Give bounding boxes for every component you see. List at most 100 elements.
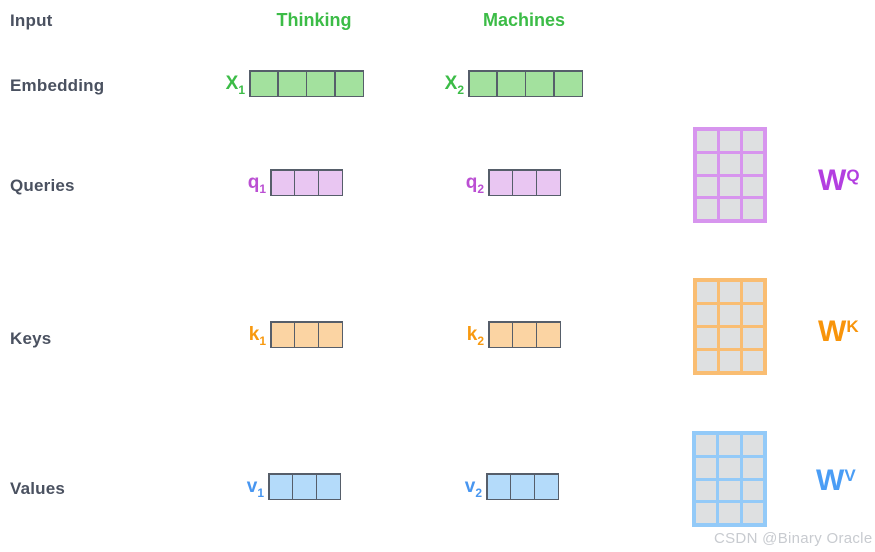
matrix-cell: [696, 480, 717, 501]
vector-cell: [537, 322, 560, 347]
vector-cell: [537, 170, 560, 195]
vector-cell: [554, 71, 582, 96]
vector-cell: [335, 71, 363, 96]
vector-cell: [278, 71, 306, 96]
matrix-cell: [720, 282, 740, 302]
matrix-cell: [742, 480, 763, 501]
vector-box-x2: [468, 70, 583, 97]
vector-label-v2: v2: [464, 476, 482, 500]
matrix-cell: [743, 282, 763, 302]
row-label-embedding: Embedding: [10, 76, 105, 95]
vector-box-v2: [486, 473, 559, 500]
key-vector-k1: k1: [239, 321, 343, 348]
value-vector-v2: v2: [455, 473, 559, 500]
wv-label: WV: [816, 464, 856, 497]
query-vector-q1: q1: [239, 169, 343, 196]
matrix-cell: [697, 199, 717, 219]
vector-cell: [535, 474, 558, 499]
matrix-cell: [742, 435, 763, 455]
vector-cell: [295, 170, 318, 195]
watermark: CSDN @Binary Oracle: [714, 530, 873, 547]
matrix-cell: [720, 131, 740, 151]
row-label-keys: Keys: [10, 329, 52, 348]
wv-matrix: [692, 431, 767, 527]
vector-cell: [295, 322, 318, 347]
wk-label: WK: [818, 315, 859, 348]
matrix-cell: [720, 328, 740, 348]
vector-cell: [489, 322, 512, 347]
matrix-cell: [719, 480, 740, 501]
vector-cell: [269, 474, 292, 499]
vector-cell: [271, 322, 294, 347]
vector-cell: [513, 170, 536, 195]
matrix-cell: [720, 199, 740, 219]
vector-cell: [293, 474, 316, 499]
vector-label-x2: X2: [444, 73, 464, 97]
matrix-cell: [742, 457, 763, 478]
vector-cell: [469, 71, 497, 96]
input-word-1: Thinking: [276, 10, 352, 30]
matrix-cell: [743, 131, 763, 151]
matrix-cell: [743, 176, 763, 197]
matrix-cell: [742, 503, 763, 523]
vector-cell: [489, 170, 512, 195]
matrix-cell: [720, 176, 740, 197]
vector-label-k2: k2: [466, 324, 484, 348]
vector-box-q1: [270, 169, 343, 196]
value-vector-v1: v1: [237, 473, 341, 500]
key-vector-k2: k2: [457, 321, 561, 348]
wq-matrix: [693, 127, 767, 223]
matrix-cell: [719, 457, 740, 478]
vector-cell: [250, 71, 278, 96]
vector-box-v1: [268, 473, 341, 500]
vector-cell: [319, 322, 342, 347]
matrix-cell: [697, 153, 717, 174]
vector-cell: [526, 71, 554, 96]
row-label-input: Input: [10, 11, 53, 30]
vector-label-q2: q2: [465, 172, 484, 196]
vector-cell: [487, 474, 510, 499]
wq-label: WQ: [818, 164, 860, 197]
matrix-cell: [696, 435, 717, 455]
vector-cell: [319, 170, 342, 195]
matrix-cell: [720, 153, 740, 174]
matrix-cell: [743, 153, 763, 174]
matrix-cell: [720, 305, 740, 325]
matrix-cell: [743, 351, 763, 371]
row-label-values: Values: [10, 479, 66, 498]
row-label-queries: Queries: [10, 176, 75, 195]
query-vector-q2: q2: [457, 169, 561, 196]
matrix-cell: [743, 328, 763, 348]
matrix-cell: [697, 176, 717, 197]
vector-cell: [271, 170, 294, 195]
vector-label-v1: v1: [246, 476, 264, 500]
matrix-cell: [720, 351, 740, 371]
vector-cell: [513, 322, 536, 347]
matrix-cell: [697, 351, 717, 371]
vector-label-x1: X1: [225, 73, 245, 97]
vector-label-k1: k1: [248, 324, 266, 348]
matrix-cell: [719, 503, 740, 523]
matrix-cell: [696, 457, 717, 478]
vector-box-q2: [488, 169, 561, 196]
wk-matrix: [693, 278, 767, 375]
vector-cell: [317, 474, 340, 499]
embedding-vector-x2: X2: [437, 70, 583, 97]
matrix-cell: [697, 328, 717, 348]
embedding-vector-x1: X1: [218, 70, 364, 97]
matrix-cell: [743, 305, 763, 325]
matrix-cell: [697, 131, 717, 151]
vector-box-k1: [270, 321, 343, 348]
matrix-cell: [743, 199, 763, 219]
input-word-2: Machines: [482, 10, 566, 30]
vector-label-q1: q1: [247, 172, 266, 196]
vector-box-x1: [249, 70, 364, 97]
vector-cell: [497, 71, 525, 96]
matrix-cell: [697, 282, 717, 302]
vector-cell: [511, 474, 534, 499]
vector-box-k2: [488, 321, 561, 348]
vector-cell: [307, 71, 335, 96]
matrix-cell: [697, 305, 717, 325]
matrix-cell: [719, 435, 740, 455]
